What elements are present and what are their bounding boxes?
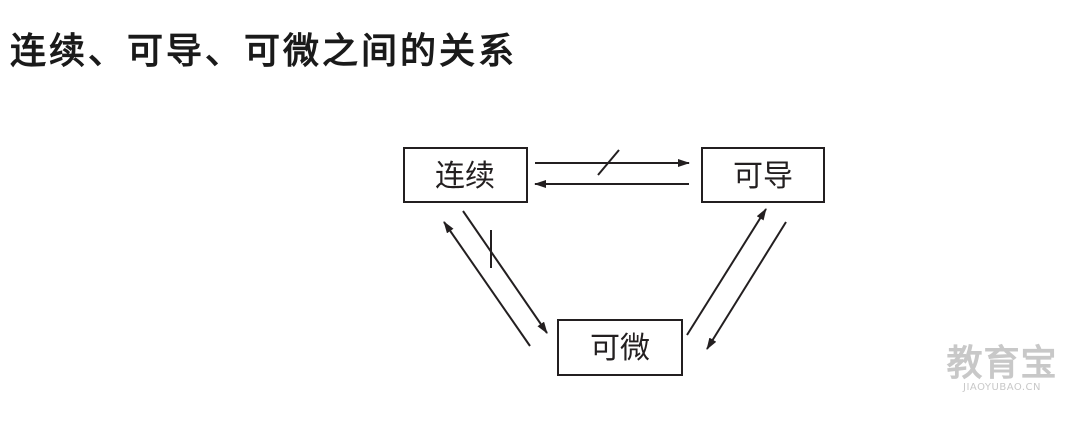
arrow-continuous-to-micro-negated <box>462 210 548 334</box>
node-micro-differentiable-label: 可微 <box>590 331 650 366</box>
watermark-main: 教育宝 <box>946 343 1058 384</box>
node-micro-differentiable: 可微 <box>557 319 683 376</box>
page-title: 连续、可导、可微之间的关系 <box>10 31 518 72</box>
node-differentiable: 可导 <box>701 147 825 203</box>
arrow-micro-to-differentiable <box>686 208 767 336</box>
negation-slash <box>597 149 620 176</box>
node-continuous: 连续 <box>403 147 528 203</box>
arrow-continuous-to-differentiable-negated <box>535 149 690 176</box>
arrow-micro-to-continuous <box>443 221 531 347</box>
node-continuous-label: 连续 <box>435 159 495 194</box>
arrow-differentiable-to-micro <box>706 221 787 350</box>
watermark-sub: JIAOYUBAO.CN <box>963 382 1041 393</box>
node-differentiable-label: 可导 <box>733 159 793 194</box>
watermark-logo: 教育宝 JIAOYUBAO.CN <box>938 346 1066 394</box>
